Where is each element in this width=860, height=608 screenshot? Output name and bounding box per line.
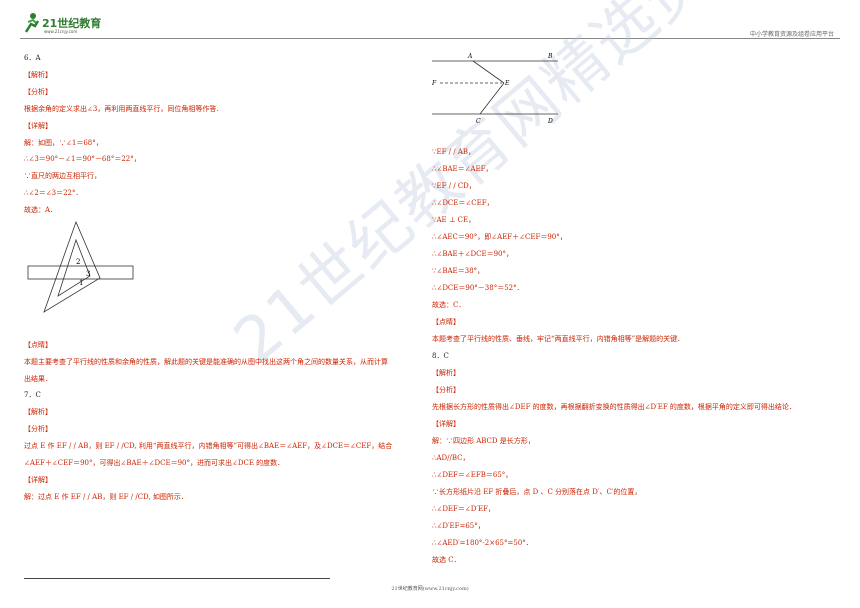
q7-dianjing-text: 本题考查了平行线的性质、垂线，牢记“两直线平行，内错角相等”是解题的关键． xyxy=(432,335,685,343)
q8-line-6: ∴∠D′EF=65°， xyxy=(432,522,485,530)
q6-line-4: ∴∠2＝∠3＝22°． xyxy=(24,189,83,197)
q8-fenxi-text: 先根据长方形的性质得出∠DEF 的度数，再根据翻折变换的性质得出∠D′EF 的度… xyxy=(432,403,796,411)
q7-proof-line-4: ∴∠DCE＝∠CEF， xyxy=(432,199,494,207)
point-label-d: D xyxy=(547,118,553,125)
q8-analysis-tag: 【解析】 xyxy=(432,369,460,377)
q8-line-8: 故选 C． xyxy=(432,556,461,564)
footer-text: 21世纪教育网(www.21cnjy.com) xyxy=(391,586,469,592)
angle-label-3: 3 xyxy=(86,270,90,278)
brand-logo xyxy=(22,12,122,36)
q6-line-1: 解：如图，∵∠1＝68°， xyxy=(24,139,103,147)
q7-proof-line-1: ∵EF / / AB， xyxy=(432,148,476,156)
point-label-b: B xyxy=(547,53,553,60)
q7-proof-line-7: ∴∠BAE＋∠DCE＝90°， xyxy=(432,250,513,258)
point-label-f: F xyxy=(431,80,437,87)
q8-line-2: ∴AD//BC， xyxy=(432,454,470,462)
q6-detail-tag: 【详解】 xyxy=(24,122,52,130)
q8-line-3: ∴∠DEF＝∠EFB＝65°， xyxy=(432,471,513,479)
brand-name: 21世纪教育 xyxy=(42,17,102,30)
q6-dianjing-tag: 【点睛】 xyxy=(24,341,52,349)
q7-fenxi-line-2: ∠AEF＋∠CEF＝90°，可得出∠BAE＋∠DCE＝90°，进而可求出∠DCE… xyxy=(24,459,285,467)
q6-line-3: ∵直尺的两边互相平行， xyxy=(24,172,101,180)
footer-divider xyxy=(24,578,330,579)
q8-detail-tag: 【详解】 xyxy=(432,420,460,428)
q7-figure: A B F E C D xyxy=(431,53,558,125)
brand-url: www.21cnjy.com xyxy=(44,29,78,34)
q8-line-5: ∴∠DEF＝∠D′EF， xyxy=(432,505,495,513)
q7-proof-line-10: 故选：C． xyxy=(432,301,466,309)
q7-proof-line-5: ∵AE ⊥ CE， xyxy=(432,216,476,224)
q8-line-1: 解：∵四边形 ABCD 是长方形， xyxy=(432,437,535,445)
q8-line-7: ∴∠AED′=180°-2×65°=50°． xyxy=(432,539,533,547)
q7-proof-line-9: ∴∠DCE＝90°－38°＝52°． xyxy=(432,284,524,292)
ruler-shape xyxy=(27,265,134,280)
angle-label-2: 2 xyxy=(76,258,80,266)
point-label-e: E xyxy=(504,80,510,87)
segment-ec xyxy=(479,82,505,115)
q7-analysis-tag: 【解析】 xyxy=(24,408,52,416)
q7-proof-line-8: ∵∠BAE＝38°， xyxy=(432,267,485,275)
q6-line-2: ∴∠3＝90°－∠1＝90°－68°＝22°， xyxy=(24,155,141,163)
q6-number: 6．A xyxy=(24,54,41,62)
point-label-c: C xyxy=(476,118,481,125)
q7-dianjing-tag: 【点睛】 xyxy=(432,318,460,326)
q7-proof-line-2: ∴∠BAE＝∠AEF， xyxy=(432,165,493,173)
q6-fenxi-text: 根据余角的定义求出∠3，再利用两直线平行，同位角相等作答. xyxy=(24,105,219,113)
header-platform-text: 中小学教育资源及组卷应用平台 xyxy=(749,31,834,38)
point-label-a: A xyxy=(467,53,473,60)
q7-proof-line-3: ∵EF / / CD， xyxy=(432,182,476,190)
q7-proof-line-6: ∴∠AEC＝90°，即∠AEF＋∠CEF＝90°， xyxy=(432,233,567,241)
set-square-outer xyxy=(43,220,101,313)
q6-line-5: 故选：A． xyxy=(24,206,58,214)
q6-figure: 2 3 1 xyxy=(27,220,134,313)
q7-detail-tag: 【详解】 xyxy=(24,476,52,484)
segment-ae xyxy=(472,60,505,84)
q7-number: 7．C xyxy=(24,391,41,399)
q7-fenxi-line-1: 过点 E 作 EF / / AB，则 EF / /CD, 利用“两直线平行，内错… xyxy=(24,442,393,450)
header-divider xyxy=(20,38,840,39)
q6-fenxi-tag: 【分析】 xyxy=(24,88,52,96)
q6-dianjing-line-1: 本题主要考查了平行线的性质和余角的性质，解此题的关键是能准确的从图中找出这两个角… xyxy=(24,358,388,366)
angle-label-1: 1 xyxy=(79,279,83,287)
q8-number: 8．C xyxy=(432,352,449,360)
set-square-inner xyxy=(57,238,91,297)
q6-dianjing-line-2: 出结果． xyxy=(24,375,52,383)
q6-analysis-tag: 【解析】 xyxy=(24,71,52,79)
q7-detail-line: 解：过点 E 作 EF / / AB，则 EF / /CD, 如图所示． xyxy=(24,493,188,501)
logo-runner-icon xyxy=(24,13,40,33)
q8-fenxi-tag: 【分析】 xyxy=(432,386,460,394)
q8-line-4: ∵长方形纸片沿 EF 折叠后，点 D 、C 分别落在点 D′、C′的位置， xyxy=(432,488,642,496)
q7-fenxi-tag: 【分析】 xyxy=(24,425,52,433)
